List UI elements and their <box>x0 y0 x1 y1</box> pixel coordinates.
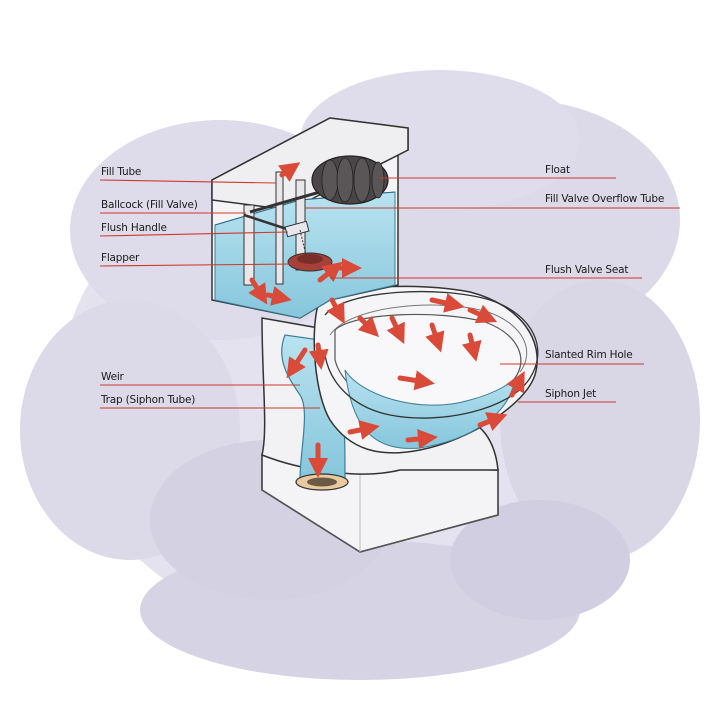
label-fill-tube: Fill Tube <box>101 166 142 178</box>
float-ball <box>311 155 389 205</box>
label-overflow-tube: Fill Valve Overflow Tube <box>545 193 665 205</box>
label-flush-valve-seat: Flush Valve Seat <box>545 264 629 276</box>
leader-lines <box>99 177 680 409</box>
label-slanted-rim-hole: Slanted Rim Hole <box>545 349 633 361</box>
label-flapper: Flapper <box>101 252 140 264</box>
label-siphon-jet: Siphon Jet <box>545 388 596 400</box>
label-flush-handle: Flush Handle <box>101 222 167 234</box>
label-trap: Trap (Siphon Tube) <box>101 394 196 406</box>
label-float: Float <box>545 164 570 176</box>
label-weir: Weir <box>101 371 124 383</box>
flow-arrows <box>248 162 525 478</box>
label-ballcock: Ballcock (Fill Valve) <box>101 199 198 211</box>
